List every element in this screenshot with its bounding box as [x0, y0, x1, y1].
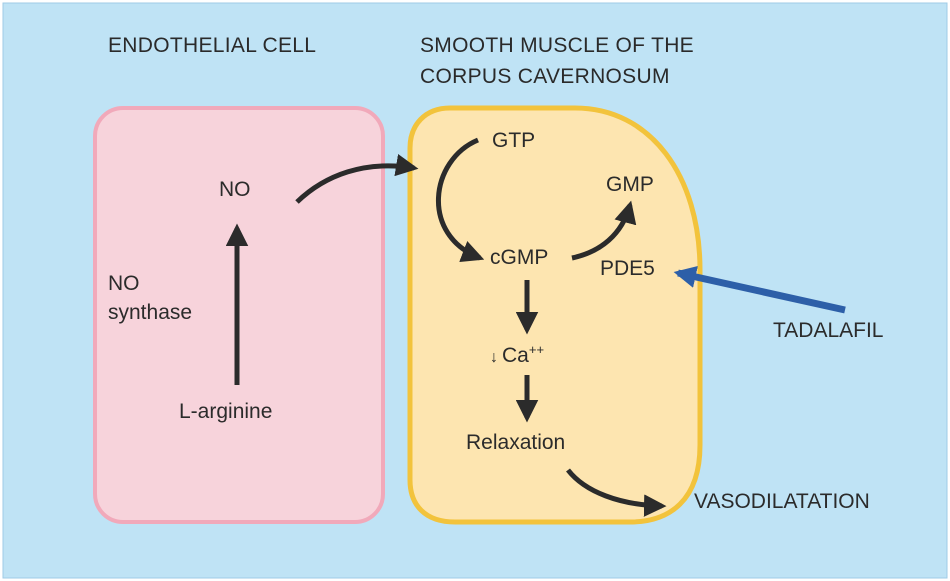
calcium-symbol: Ca	[502, 344, 529, 367]
gmp-label: GMP	[606, 173, 654, 196]
gtp-label: GTP	[492, 129, 536, 152]
no-synthase-label-line1: NO	[108, 272, 140, 295]
cgmp-label: cGMP	[490, 246, 549, 269]
relaxation-label: Relaxation	[466, 431, 566, 454]
arrow-relaxation-to-vasodilatation	[566, 468, 667, 517]
l-arginine-label: L-arginine	[179, 400, 273, 423]
smooth-muscle-header-line2: CORPUS CAVERNOSUM	[420, 65, 670, 88]
no-synthase-label-line2: synthase	[108, 301, 193, 324]
no-label: NO	[219, 178, 251, 201]
smooth-muscle-header-line1: SMOOTH MUSCLE OF THE	[420, 34, 694, 57]
arrow-tadalafil-inhibits-pde5	[673, 265, 846, 314]
vasodilatation-label: VASODILATATION	[694, 490, 870, 513]
calcium-label: ↓Ca++	[490, 342, 544, 368]
down-arrow-icon: ↓	[490, 349, 498, 366]
pde5-label: PDE5	[600, 257, 655, 280]
endothelial-cell-header: ENDOTHELIAL CELL	[108, 34, 317, 57]
tadalafil-label: TADALAFIL	[773, 319, 884, 342]
arrow-no-to-smooth-muscle	[295, 154, 419, 204]
calcium-charge: ++	[528, 342, 545, 357]
arrow-cgmp-to-gmp	[571, 200, 637, 261]
smooth-muscle-cell	[407, 105, 703, 525]
arrow-gtp-to-cgmp	[436, 137, 485, 263]
